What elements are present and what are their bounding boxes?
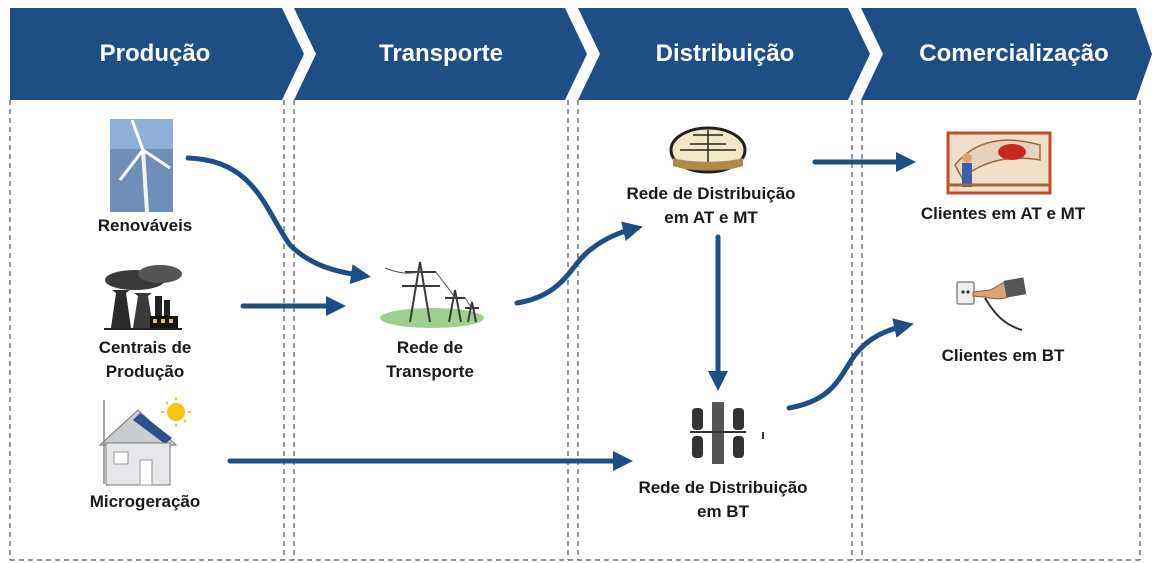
label-microgeracao: Microgeração	[89, 492, 201, 511]
stage-label-comercializacao: Comercialização	[919, 40, 1109, 67]
label-clientes-at-mt: Clientes em AT e MT	[920, 204, 1086, 223]
transmission-tower-icon	[380, 261, 484, 328]
stage-chevron-transporte	[294, 8, 587, 100]
label-clientes-bt: Clientes em BT	[941, 346, 1065, 365]
wall-socket-icon	[956, 277, 1027, 331]
label-renovaveis: Renováveis	[97, 216, 193, 235]
power-plant-icon	[104, 265, 182, 330]
distribution-pole-icon	[669, 126, 747, 174]
label-rede-distribuicao-at-mt: Rede de Distribuição em AT e MT	[626, 184, 796, 227]
wind-turbine-icon	[110, 119, 173, 213]
stage-chevron-distribuicao	[578, 8, 870, 100]
arrow-renovaveis-to-transporte	[185, 155, 371, 285]
label-rede-distribuicao-bt: Rede de Distribuição em BT	[638, 478, 808, 521]
insulator-pole-icon	[690, 402, 764, 464]
solar-house-icon	[98, 397, 191, 486]
stage-label-producao: Produção	[99, 40, 211, 67]
stage-chevron-comercializacao	[861, 8, 1152, 100]
stage-label-distribuicao: Distribuição	[655, 40, 795, 67]
stage-label-transporte: Transporte	[378, 40, 504, 67]
stage-chevron-producao	[10, 8, 304, 100]
arrow-transporte-to-at-mt	[514, 221, 643, 306]
industrial-client-icon	[946, 131, 1052, 195]
arrow-bt-to-clientes-bt	[786, 318, 914, 411]
label-centrais-de-producao: Centrais de Produção	[98, 338, 192, 381]
label-rede-de-transporte: Rede de Transporte	[386, 338, 474, 381]
